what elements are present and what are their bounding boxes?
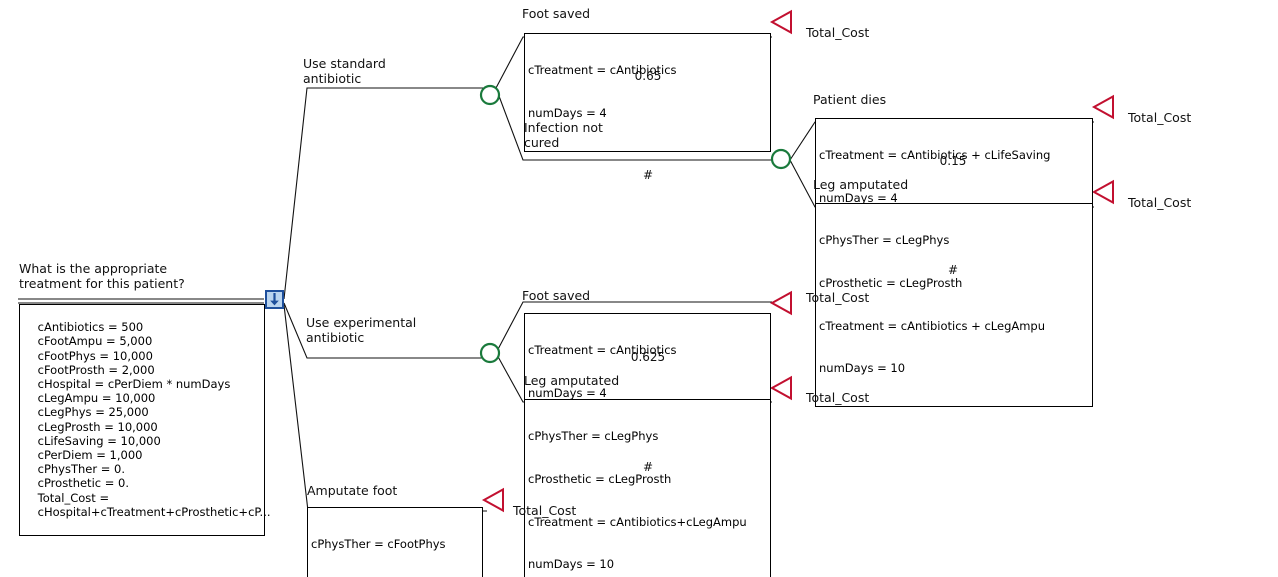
root-var-5: cLegAmpu = 10,000 [37,391,156,406]
var-line: cTreatment = cAntibiotics + cLifeSaving [819,148,1051,163]
outcome-label-infection-not-cured[interactable]: Infection not cured [524,120,603,150]
var-line: cTreatment = cAntibiotics + cLegAmpu [819,318,1046,333]
outcome-label-leg-amputated-standard[interactable]: Leg amputated [813,177,909,192]
branch-label-amputate-foot[interactable]: Amputate foot [307,483,398,498]
outcome-label-leg-amputated-experimental[interactable]: Leg amputated [524,373,620,388]
chance-node-standard [479,84,501,106]
decision-node-root[interactable] [265,290,284,309]
root-var-7: cLegProsth = 10,000 [37,419,158,434]
probability-foot-saved-standard: 0.65 [634,69,662,83]
variables-box-foot-saved-standard: cTreatment = cAntibiotics numDays = 4 [524,33,771,152]
var-line: numDays = 10 [528,557,615,572]
terminal-label-foot-saved-standard: Total_Cost [806,25,870,40]
terminal-node-foot-saved-experimental [769,290,792,316]
var-line: cTreatment = cAntibiotics+cLegAmpu [528,514,747,529]
branch-label-experimental-antibiotic[interactable]: Use experimental antibiotic [306,315,417,345]
root-var-2: cFootPhys = 10,000 [37,348,153,363]
terminal-node-leg-amputated-experimental [769,375,792,401]
chance-node-experimental [479,342,501,364]
variables-box-amputate-foot: cPhysTher = cFootPhys cProsthetic = cFoo… [307,507,483,577]
terminal-label-leg-amputated-experimental: Total_Cost [806,390,870,405]
var-line: cTreatment = cAntibiotics [528,63,677,78]
outcome-label-patient-dies[interactable]: Patient dies [813,92,887,107]
var-line: numDays = 4 [819,191,898,206]
variables-box-leg-amputated-experimental: cPhysTher = cLegPhys cProsthetic = cLegP… [524,399,771,577]
root-var-12: Total_Cost = [37,490,110,505]
terminal-label-amputate-foot: Total_Cost [513,503,577,518]
outcome-label-foot-saved-experimental[interactable]: Foot saved [522,288,591,303]
var-line: cPhysTher = cFootPhys [311,537,446,552]
terminal-node-foot-saved-standard [769,9,792,35]
down-arrow-icon [269,293,280,306]
branch-label-standard-antibiotic[interactable]: Use standard antibiotic [303,56,386,86]
probability-patient-dies: 0.15 [939,154,967,168]
terminal-label-leg-amputated-standard: Total_Cost [1128,195,1192,210]
root-var-11: cProsthetic = 0. [37,476,130,491]
probability-foot-saved-experimental: 0.625 [630,350,666,364]
probability-leg-amputated-experimental: # [642,460,654,474]
root-var-3: cFootProsth = 2,000 [37,362,155,377]
root-var-0: cAntibiotics = 500 [37,320,144,335]
terminal-node-patient-dies [1091,94,1114,120]
var-line: cProsthetic = cLegProsth [819,276,963,291]
variables-box-leg-amputated-standard: cPhysTher = cLegPhys cProsthetic = cLegP… [815,203,1093,407]
var-line: cProsthetic = cLegProsth [528,472,672,487]
probability-infection-not-cured: # [642,168,654,182]
root-var-10: cPhysTher = 0. [37,462,126,477]
root-variables-box: cAntibiotics = 500 cFootAmpu = 5,000 cFo… [19,304,271,537]
var-line: numDays = 10 [819,361,906,376]
root-var-4: cHospital = cPerDiem * numDays [37,377,231,392]
var-line: numDays = 4 [528,386,607,401]
outcome-label-foot-saved-standard[interactable]: Foot saved [522,6,591,21]
terminal-node-leg-amputated-standard [1091,179,1114,205]
var-line: numDays = 4 [528,106,607,121]
chance-node-infection [770,148,792,170]
root-var-1: cFootAmpu = 5,000 [37,334,153,349]
root-var-8: cLifeSaving = 10,000 [37,433,161,448]
terminal-label-patient-dies: Total_Cost [1128,110,1192,125]
root-var-6: cLegPhys = 25,000 [37,405,149,420]
root-question: What is the appropriate treatment for th… [19,261,185,291]
terminal-label-foot-saved-experimental: Total_Cost [806,290,870,305]
root-var-9: cPerDiem = 1,000 [37,448,143,463]
var-line: cTreatment = cAntibiotics [528,343,677,358]
terminal-node-amputate-foot [481,487,504,513]
var-line: cPhysTher = cLegPhys [528,429,659,444]
var-line: cPhysTher = cLegPhys [819,233,950,248]
root-var-13: cHospital+cTreatment+cProsthetic+cP... [37,504,271,519]
probability-leg-amputated-standard: # [947,263,959,277]
